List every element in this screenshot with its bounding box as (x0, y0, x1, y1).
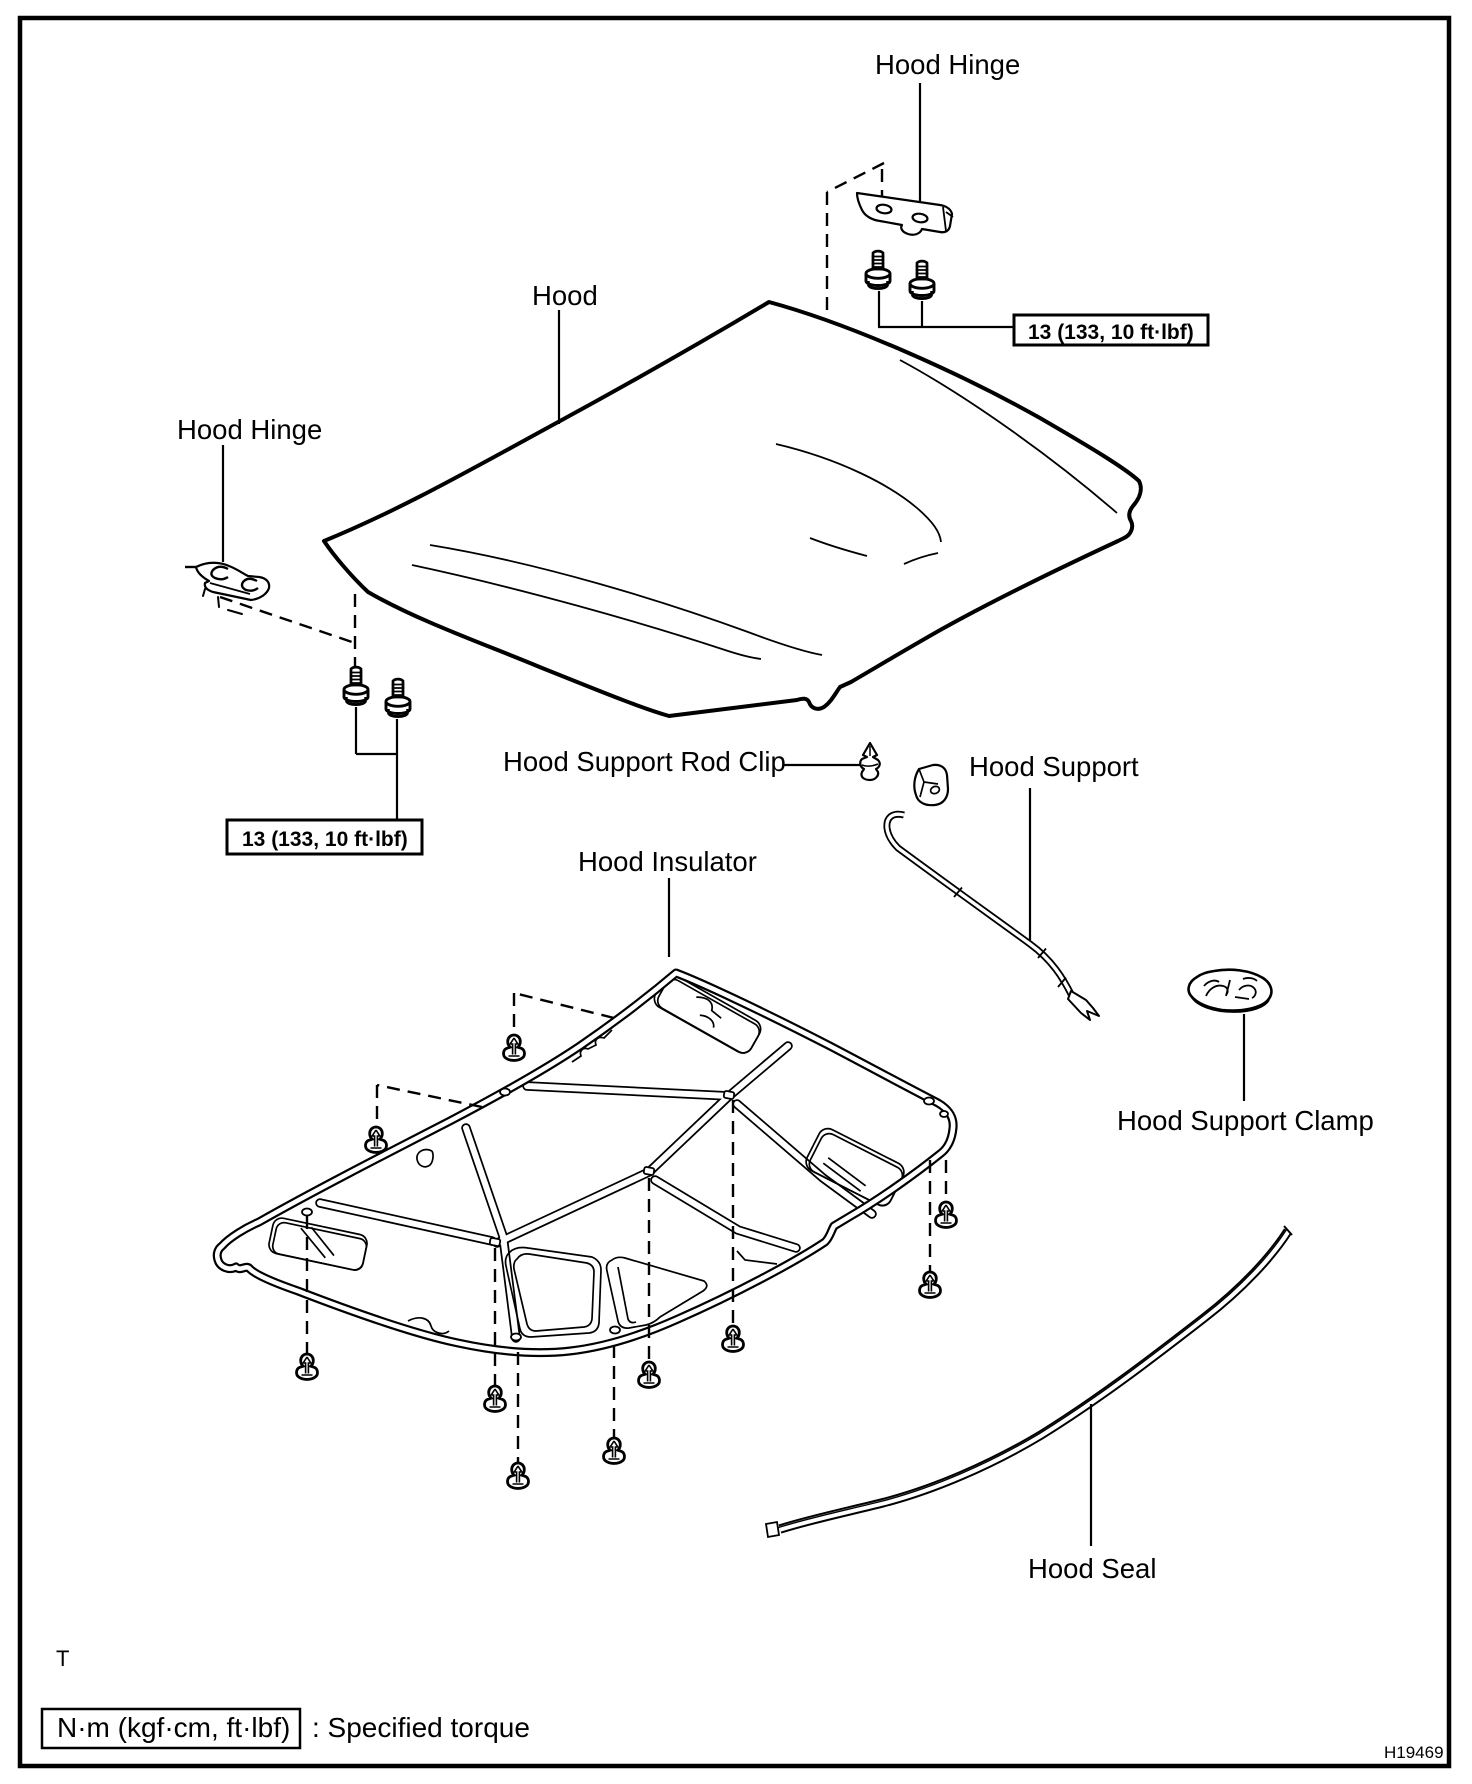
svg-text:N·m (kgf·cm, ft·lbf): N·m (kgf·cm, ft·lbf) (57, 1712, 290, 1743)
svg-text:T: T (56, 1646, 69, 1671)
svg-text:Hood Hinge: Hood Hinge (875, 49, 1020, 80)
svg-text:13 (133, 10 ft·lbf): 13 (133, 10 ft·lbf) (242, 828, 408, 851)
svg-text:Hood Support Rod Clip: Hood Support Rod Clip (503, 746, 786, 777)
svg-text:: Specified torque: : Specified torque (312, 1712, 530, 1743)
svg-text:Hood Support Clamp: Hood Support Clamp (1117, 1105, 1374, 1136)
svg-text:Hood Support: Hood Support (969, 751, 1139, 782)
svg-text:Hood Hinge: Hood Hinge (177, 414, 322, 445)
svg-text:Hood Seal: Hood Seal (1028, 1553, 1156, 1584)
svg-text:Hood: Hood (532, 280, 598, 311)
svg-text:13 (133, 10 ft·lbf): 13 (133, 10 ft·lbf) (1028, 321, 1194, 344)
svg-text:H19469: H19469 (1384, 1743, 1444, 1762)
svg-text:Hood Insulator: Hood Insulator (578, 846, 757, 877)
